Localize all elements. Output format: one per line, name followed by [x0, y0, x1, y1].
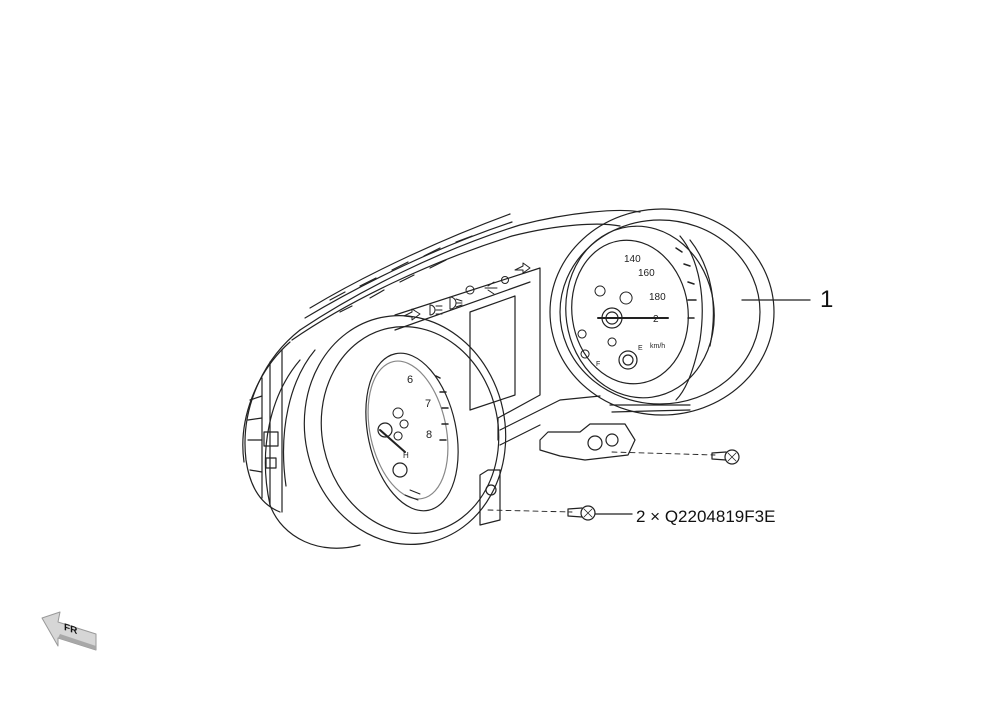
fastener-group [487, 449, 740, 521]
speed-tick-200: 2 [653, 314, 659, 325]
housing-left [242, 329, 301, 513]
headlamp-icon [429, 304, 443, 316]
right-gauge [549, 208, 775, 416]
fastener-callout: 2 × Q2204819F3E [636, 507, 776, 526]
part-callout-1: 1 [820, 286, 834, 313]
foglamp-icon [449, 296, 463, 310]
arrow-icon [41, 611, 97, 651]
rpm-tick-6: 6 [407, 374, 413, 386]
speed-tick-180: 180 [649, 292, 666, 303]
speed-tick-160: 160 [638, 268, 655, 279]
fuel-full-mark: F [596, 361, 600, 368]
left-gauge [264, 315, 507, 549]
rpm-tick-7: 7 [425, 398, 431, 410]
screw-lower [567, 505, 596, 521]
turn-right-icon [514, 262, 531, 274]
speed-tick-140: 140 [624, 254, 641, 265]
rear-fog-icon [465, 285, 475, 295]
mounting-brackets [479, 423, 636, 526]
lowbeam-icon [484, 281, 498, 295]
sun-icon [501, 276, 509, 284]
indicator-strip [403, 262, 531, 321]
turn-left-icon [403, 308, 421, 321]
speed-unit: km/h [650, 343, 665, 350]
screw-upper [711, 449, 740, 465]
temp-hot-mark: H [403, 451, 409, 460]
rpm-tick-8: 8 [426, 429, 432, 441]
fuel-empty-mark: E [638, 345, 643, 352]
housing-top [291, 209, 641, 341]
